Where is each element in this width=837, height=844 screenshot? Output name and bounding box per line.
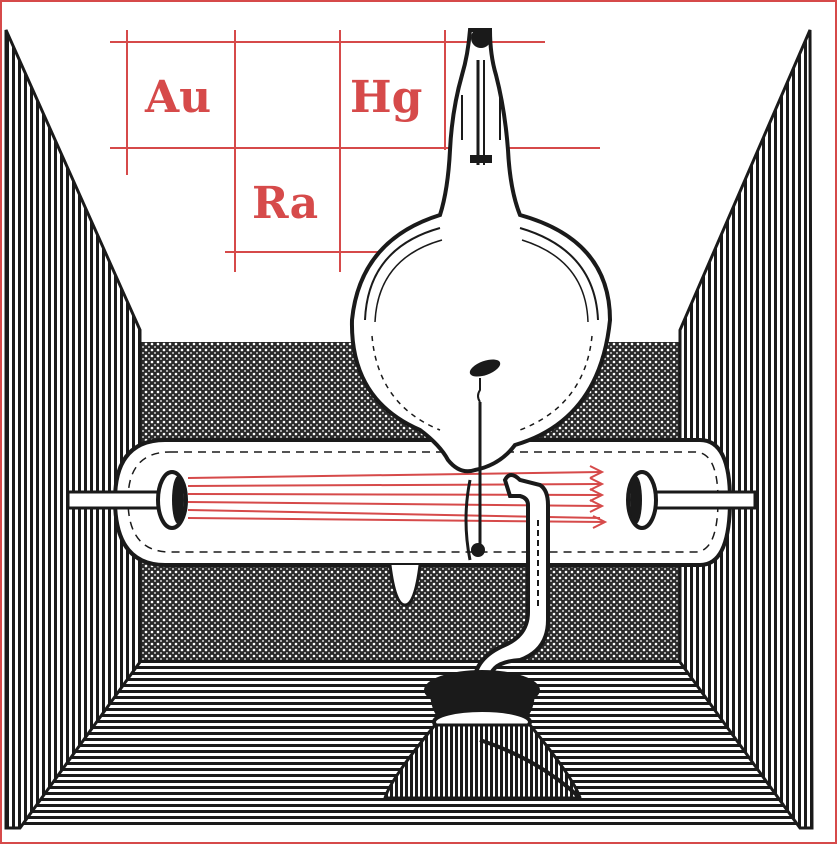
glass-bulb bbox=[349, 28, 613, 557]
right-electrode bbox=[626, 470, 757, 530]
floor bbox=[20, 660, 800, 825]
cathode-tube bbox=[112, 438, 733, 607]
element-symbol-hg: Hg bbox=[350, 72, 422, 123]
support-tube bbox=[464, 473, 550, 694]
left-wall bbox=[6, 30, 140, 828]
element-symbol-au: Au bbox=[144, 72, 211, 123]
right-wall-edge bbox=[678, 29, 814, 830]
element-symbol-ra: Ra bbox=[252, 178, 318, 229]
left-wall-edge bbox=[4, 29, 142, 830]
left-electrode bbox=[66, 470, 188, 530]
stand-base bbox=[383, 670, 582, 800]
right-wall bbox=[680, 30, 812, 828]
